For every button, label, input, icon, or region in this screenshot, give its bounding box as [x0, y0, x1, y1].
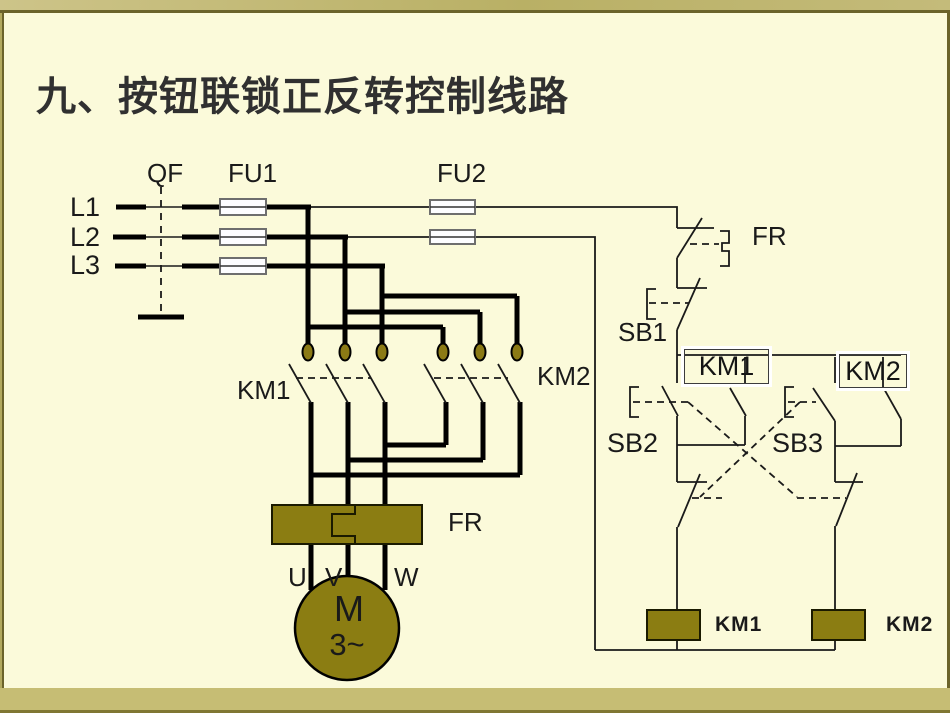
bottom-band	[0, 688, 950, 710]
top-band	[0, 0, 950, 10]
bottom-band-edge	[0, 710, 950, 713]
label-l1: L1	[70, 192, 101, 222]
left-band-line	[2, 13, 4, 713]
fu1-fuse-group	[219, 198, 267, 275]
page-title: 九、按钮联锁正反转控制线路	[36, 75, 569, 119]
motor-phase: 3~	[329, 627, 365, 662]
label-l2: L2	[70, 222, 101, 252]
label-qf: QF	[147, 158, 184, 188]
label-sb1: SB1	[618, 317, 668, 347]
label-fu2: FU2	[437, 158, 487, 188]
label-l3: L3	[70, 250, 101, 280]
right-band	[947, 13, 950, 713]
label-sb3: SB3	[772, 428, 824, 458]
top-band-line	[0, 10, 950, 13]
label-km2-main: KM2	[537, 361, 591, 391]
fr-thermal-relay	[271, 504, 423, 545]
km2-branch-label: KM2	[845, 355, 901, 386]
control-feed-lines	[311, 206, 835, 651]
km1-branch-callout: KM1	[684, 349, 769, 384]
label-fr-main: FR	[448, 507, 483, 537]
label-terminal-v: V	[325, 562, 343, 592]
label-km1-coil: KM1	[715, 613, 763, 636]
qf-contact-gaps	[146, 206, 182, 267]
control-links	[633, 243, 846, 499]
fu2-fuse-group	[429, 199, 476, 245]
label-km2-coil: KM2	[886, 613, 934, 636]
label-terminal-w: W	[394, 562, 419, 592]
label-sb2: SB2	[607, 428, 659, 458]
contactor-coils	[646, 609, 866, 641]
label-fr-control: FR	[752, 221, 787, 251]
power-bus-lines	[113, 204, 523, 590]
control-circuit-lines	[629, 217, 902, 650]
contact-terminals	[301, 342, 524, 362]
main-contact-arms	[288, 363, 521, 404]
left-band	[0, 13, 2, 713]
km2-branch-callout: KM2	[839, 354, 907, 388]
km1-branch-label: KM1	[698, 351, 755, 381]
label-fu1: FU1	[228, 158, 278, 188]
motor-symbol	[293, 574, 401, 682]
label-km1-main: KM1	[237, 375, 291, 405]
label-terminal-u: U	[288, 562, 307, 592]
motor-letter: M	[334, 588, 364, 629]
